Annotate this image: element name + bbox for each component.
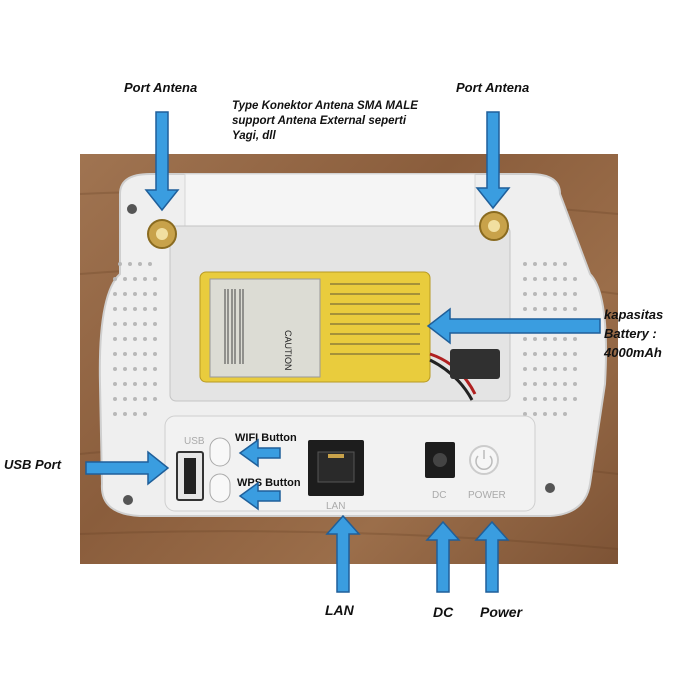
label-wifi-button: WIFI Button [235, 432, 297, 444]
label-lan: LAN [325, 602, 354, 618]
power-button-shape [469, 445, 499, 475]
arrow-power-icon [474, 520, 510, 593]
usb-print: USB [184, 436, 205, 447]
antenna-note-line2: support Antena External seperti [232, 115, 407, 127]
vent-holes-right [523, 262, 577, 416]
arrow-usb-icon [85, 450, 170, 486]
power-print: POWER [468, 490, 506, 501]
label-power: Power [480, 604, 523, 620]
label-port-antena-right: Port Antena [456, 80, 530, 95]
battery-label-line3: 4000mAh [604, 345, 662, 360]
battery-label-line1: kapasitas [604, 307, 664, 322]
arrow-antenna-right-icon [475, 111, 511, 210]
label-port-antena-left: Port Antena [124, 80, 198, 95]
lan-print: LAN [326, 501, 345, 512]
arrow-lan-icon [325, 514, 361, 593]
label-usb-port: USB Port [4, 457, 62, 472]
battery-capacity-label: kapasitas Battery : 4000mAh [604, 305, 663, 362]
wifi-button-shape [209, 437, 231, 467]
battery-label-line2: Battery : [604, 326, 657, 341]
arrow-battery-icon [426, 307, 601, 345]
antenna-note-line1: Type Konektor Antena SMA MALE [232, 100, 418, 112]
dc-print: DC [432, 490, 446, 501]
arrow-antenna-left-icon [144, 111, 180, 212]
vent-holes-left [113, 262, 157, 416]
wps-button-shape [209, 473, 231, 503]
arrow-dc-icon [425, 520, 461, 593]
antenna-note: Type Konektor Antena SMA MALE support An… [232, 99, 418, 144]
battery-caution-text: CAUTION [283, 330, 293, 371]
arrow-wifi-icon [238, 438, 281, 468]
arrow-wps-icon [238, 481, 281, 511]
antenna-note-line3: Yagi, dll [232, 130, 276, 142]
label-dc: DC [433, 604, 454, 620]
battery-barcode [224, 289, 244, 364]
